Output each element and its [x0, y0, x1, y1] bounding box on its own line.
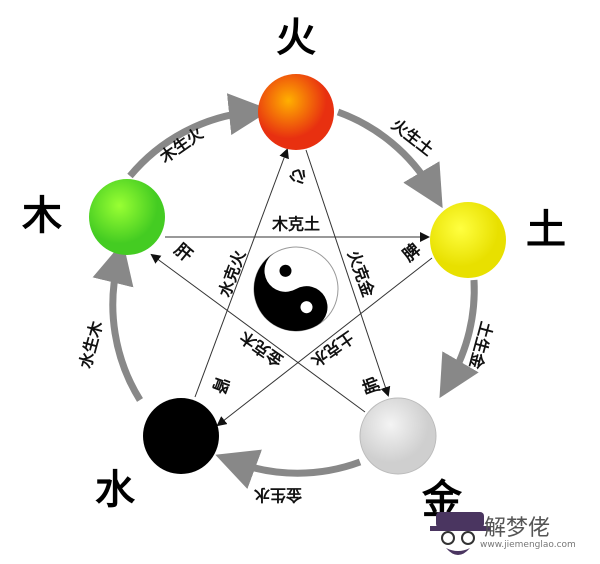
fire-controls-metal: 火克金	[344, 248, 379, 301]
watermark-url: www.jiemenglao.com	[480, 540, 576, 550]
water-label: 水	[95, 467, 136, 513]
earth-label: 土	[526, 207, 566, 253]
organ-spleen: 脾	[398, 239, 425, 266]
yin-yang-icon	[253, 246, 339, 332]
generation-cycle-arrows	[92, 93, 479, 489]
wood-circle	[89, 179, 165, 255]
organ-kidney: 肾	[208, 374, 233, 397]
fire-generates-earth: 火生土	[388, 115, 438, 160]
wood-label: 木	[22, 193, 62, 239]
earth-circle	[430, 202, 506, 278]
watermark-brand: 解梦佬	[484, 516, 551, 541]
organ-heart: 心	[287, 164, 310, 189]
fire-label: 火	[276, 15, 316, 61]
control-star-lines	[150, 148, 433, 427]
organ-lung: 肺	[360, 374, 385, 397]
metal-generates-water: 金生水	[253, 486, 303, 505]
watermark-logo-icon	[430, 512, 490, 555]
fire-circle	[258, 74, 334, 150]
earth-controls-water: 土克水	[307, 327, 358, 371]
wood-controls-earth: 木克土	[271, 215, 320, 234]
organ-liver: 肝	[170, 240, 196, 266]
metal-circle	[359, 397, 437, 475]
water-circle	[143, 398, 219, 474]
water-controls-fire: 水克火	[215, 247, 250, 300]
water-generates-wood: 水生木	[76, 318, 107, 370]
